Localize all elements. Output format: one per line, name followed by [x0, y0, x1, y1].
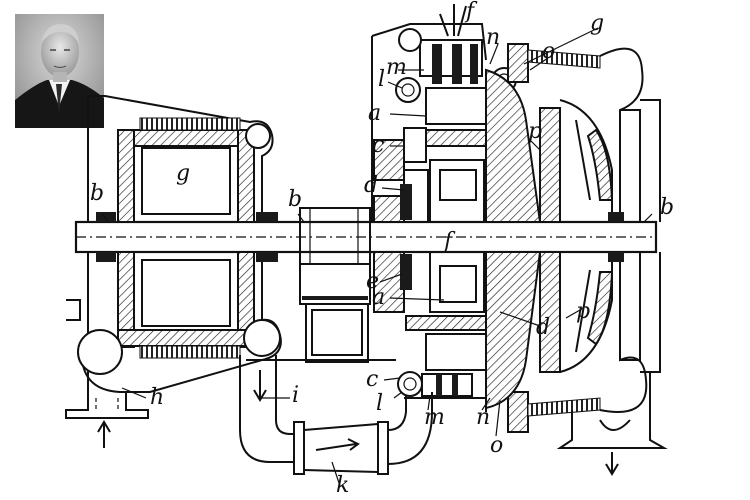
label-g-right: g: [590, 11, 604, 36]
connecting-pipe: [239, 355, 433, 475]
label-p-top: p: [528, 119, 542, 144]
label-d-mid: d: [536, 315, 550, 340]
label-m-bottom: m: [424, 405, 445, 430]
label-n-bottom: n: [476, 405, 490, 430]
coupling-block: [299, 207, 371, 363]
label-o-bottom: o: [490, 433, 503, 458]
label-i: i: [292, 383, 299, 408]
label-f-top: f: [464, 0, 478, 24]
label-a-mid: a: [372, 285, 385, 310]
label-m-top: m: [386, 55, 407, 80]
label-b-right: b: [660, 195, 674, 220]
left-turbine-housing: [65, 95, 282, 448]
label-l-bottom: l: [376, 391, 383, 416]
label-b-mid: b: [288, 187, 302, 212]
label-a-top: a: [368, 101, 381, 126]
label-c-bottom: c: [366, 367, 378, 392]
label-h: h: [150, 385, 164, 410]
label-c-top: c: [372, 133, 384, 158]
label-n-top: n: [486, 25, 500, 50]
compressor-section: [371, 4, 668, 476]
label-b-left: b: [90, 181, 104, 206]
label-k: k: [336, 473, 349, 498]
label-e-mid: e: [366, 269, 379, 294]
label-l-top: l: [378, 67, 385, 92]
label-d-left: d: [364, 173, 378, 198]
label-p-bottom: p: [576, 299, 590, 324]
label-o-top: o: [542, 39, 555, 64]
leader-lines: [101, 27, 653, 487]
portrait-photo: [15, 14, 104, 128]
part-labels: f g n o l m a c d p b b b g f e a d p c …: [90, 0, 674, 498]
main-shaft: [74, 220, 658, 254]
label-g-left: g: [176, 161, 190, 186]
